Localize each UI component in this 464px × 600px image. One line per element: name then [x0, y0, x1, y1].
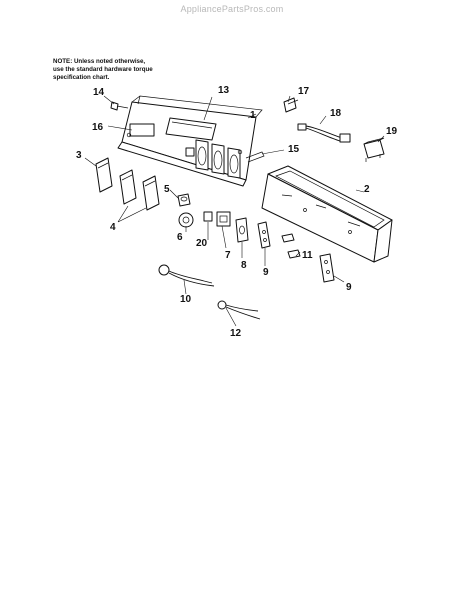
receptacle-part[interactable]: [257, 221, 271, 249]
screw-part[interactable]: [110, 101, 129, 111]
control-box-part[interactable]: [261, 165, 393, 263]
callout-17: 17: [298, 86, 310, 97]
callout-4: 4: [110, 222, 116, 233]
display-window-part[interactable]: [165, 117, 217, 141]
callout-2: 2: [364, 184, 370, 195]
bushing-part[interactable]: [203, 211, 213, 222]
callout-9a: 9: [263, 267, 269, 278]
callout-6: 6: [177, 232, 183, 243]
hardware-note: NOTE: Unless noted otherwise, use the st…: [53, 58, 223, 82]
callout-11: 11: [302, 250, 313, 261]
button-part[interactable]: [95, 157, 113, 193]
note-line: NOTE: Unless noted otherwise,: [53, 58, 146, 65]
callout-16: 16: [92, 122, 104, 133]
callout-10: 10: [180, 294, 192, 305]
receptacle-part[interactable]: [319, 253, 335, 283]
watermark: AppliancePartsPros.com: [180, 4, 284, 14]
terminal-part[interactable]: [281, 233, 301, 259]
callout-20: 20: [196, 238, 208, 249]
callout-7: 7: [225, 250, 231, 261]
lamp-harness-part[interactable]: [158, 264, 215, 287]
relay-part[interactable]: [363, 137, 385, 162]
sensor-harness-part[interactable]: [217, 300, 261, 320]
button-part[interactable]: [142, 175, 160, 211]
callout-15: 15: [288, 144, 300, 155]
control-panel-part[interactable]: [117, 95, 265, 187]
callout-19: 19: [386, 126, 398, 137]
callout-3: 3: [76, 150, 82, 161]
note-line: specification chart.: [53, 74, 110, 81]
wire-harness-part[interactable]: [297, 123, 351, 143]
switch-part[interactable]: [216, 211, 231, 227]
callout-8: 8: [241, 260, 247, 271]
leader-lines: [84, 95, 385, 327]
knob-part[interactable]: [177, 193, 191, 207]
callout-9b: 9: [346, 282, 352, 293]
callout-5: 5: [164, 184, 170, 195]
callout-13: 13: [218, 85, 230, 96]
callout-18: 18: [330, 108, 342, 119]
callout-14: 14: [93, 87, 105, 98]
rotary-part[interactable]: [178, 212, 194, 228]
button-part[interactable]: [119, 169, 137, 205]
callout-1: 1: [250, 110, 256, 121]
note-line: use the standard hardware torque: [53, 66, 153, 73]
bracket-part[interactable]: [283, 97, 299, 113]
callout-12: 12: [230, 328, 242, 339]
switch-part[interactable]: [235, 217, 249, 243]
